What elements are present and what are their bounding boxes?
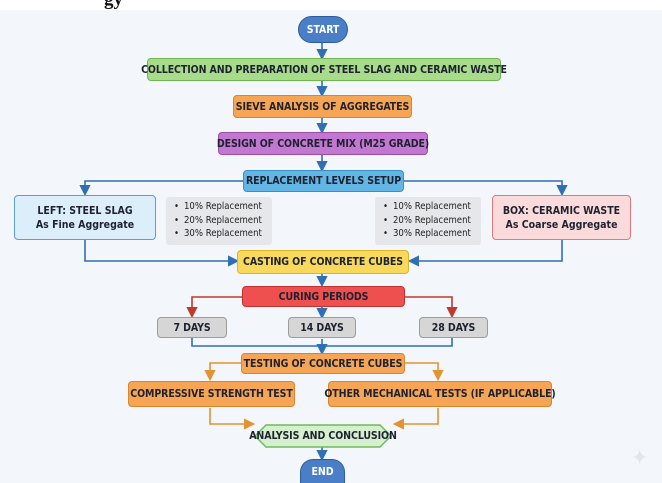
arrow-other-analysis [392, 408, 439, 430]
cropped-heading: gy [0, 0, 662, 10]
other-tests-label: OTHER MECHANICAL TESTS (IF APPLICABLE) [324, 388, 556, 400]
right-level-item: 10% Replacement [383, 200, 473, 214]
heading-fragment: gy [104, 0, 123, 10]
arrow-right-casting [407, 240, 563, 267]
arrow-curing-7 [186, 296, 242, 319]
right-level-item: 20% Replacement [383, 214, 473, 228]
compressive-test-box: COMPRESSIVE STRENGTH TEST [128, 381, 295, 407]
sieve-label: SIEVE ANALYSIS OF AGGREGATES [235, 100, 410, 113]
ceramic-waste-title: BOX: CERAMIC WASTE [502, 204, 621, 217]
testing-label: TESTING OF CONCRETE CUBES [243, 357, 403, 370]
right-levels-list: 10% Replacement 20% Replacement 30% Repl… [375, 197, 481, 245]
days-28-box: 28 DAYS [419, 317, 488, 338]
other-tests-box: OTHER MECHANICAL TESTS (IF APPLICABLE) [324, 381, 556, 407]
arrow-testing-compressive [204, 362, 241, 382]
arrow-replacement-left [79, 180, 243, 197]
end-node: END [300, 459, 345, 483]
right-level-item: 30% Replacement [383, 227, 473, 241]
ceramic-waste-box: BOX: CERAMIC WASTE As Coarse Aggregate [492, 195, 631, 240]
casting-step: CASTING OF CONCRETE CUBES [237, 250, 409, 274]
start-node: START [298, 16, 348, 43]
start-label: START [306, 23, 340, 36]
analysis-label: ANALYSIS AND CONCLUSION [249, 430, 397, 442]
arrow-curing-28 [405, 296, 458, 319]
casting-label: CASTING OF CONCRETE CUBES [243, 256, 403, 268]
left-level-item: 30% Replacement [174, 227, 264, 241]
left-levels-list: 10% Replacement 20% Replacement 30% Repl… [166, 197, 272, 245]
days-7-box: 7 DAYS [157, 317, 227, 338]
steel-slag-subtitle: As Fine Aggregate [35, 218, 135, 231]
arrow-replacement-right [404, 180, 568, 197]
ceramic-waste-subtitle: As Coarse Aggregate [505, 218, 618, 231]
days-7-label: 7 DAYS [173, 321, 211, 334]
design-step: DESIGN OF CONCRETE MIX (M25 GRADE) [216, 132, 430, 155]
sieve-step: SIEVE ANALYSIS OF AGGREGATES [233, 95, 412, 118]
steel-slag-box: LEFT: STEEL SLAG As Fine Aggregate [14, 195, 156, 240]
arrow-compressive-analysis [209, 408, 256, 430]
collection-label: COLLECTION AND PREPARATION OF STEEL SLAG… [141, 63, 507, 76]
left-level-item: 20% Replacement [174, 214, 264, 228]
arrow-testing-other [405, 362, 444, 382]
compressive-test-label: COMPRESSIVE STRENGTH TEST [130, 388, 293, 400]
collection-step: COLLECTION AND PREPARATION OF STEEL SLAG… [141, 58, 507, 81]
days-28-label: 28 DAYS [431, 321, 476, 334]
replacement-step: REPLACEMENT LEVELS SETUP [243, 170, 404, 192]
end-label: END [311, 465, 334, 478]
arrow-left-casting [84, 240, 240, 267]
sparkle-icon: ✦ [631, 446, 648, 471]
days-14-box: 14 DAYS [288, 317, 356, 338]
analysis-step: ANALYSIS AND CONCLUSION [249, 426, 397, 446]
days-14-label: 14 DAYS [300, 321, 344, 334]
analysis-hexagon-shape [253, 424, 393, 448]
curing-label: CURING PERIODS [278, 290, 369, 303]
curing-step: CURING PERIODS [242, 286, 405, 307]
left-level-item: 10% Replacement [174, 200, 264, 214]
replacement-label: REPLACEMENT LEVELS SETUP [245, 175, 402, 187]
steel-slag-title: LEFT: STEEL SLAG [37, 204, 133, 217]
design-label: DESIGN OF CONCRETE MIX (M25 GRADE) [216, 137, 430, 150]
testing-step: TESTING OF CONCRETE CUBES [241, 353, 405, 374]
